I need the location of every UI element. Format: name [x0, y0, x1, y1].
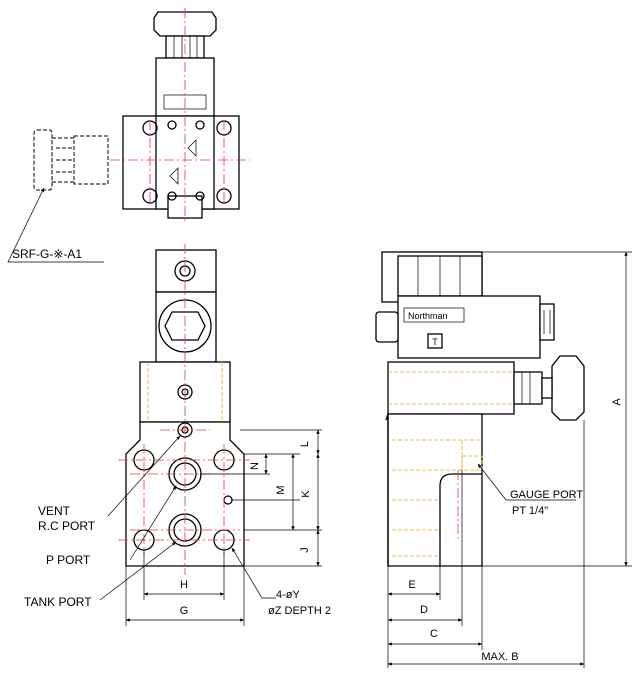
tank-port-label: TANK PORT — [24, 595, 92, 609]
top-view — [7, 8, 250, 263]
vent-port-label: VENT — [38, 504, 71, 518]
adjust-knob — [153, 11, 217, 37]
dim-label-d: D — [420, 604, 428, 616]
gauge-port-hidden — [461, 455, 483, 471]
dim-label-h: H — [180, 579, 188, 591]
dim-label-g: G — [180, 605, 189, 617]
solenoid-brand-label: Northman — [408, 311, 448, 321]
adjust-knob-side — [551, 355, 585, 421]
dim-label-l: L — [299, 441, 311, 447]
upper-body-side — [387, 361, 515, 415]
gauge-port-thread-label: PT 1/4" — [512, 505, 548, 517]
gauge-port-label: GAUGE PORT — [510, 489, 583, 501]
holes-depth-callout: øZ DEPTH 2 — [268, 605, 331, 617]
dim-label-e: E — [408, 579, 415, 591]
holes-count-callout: 4-øY — [276, 589, 301, 601]
solenoid-cap — [155, 249, 217, 293]
tank-mark-box — [427, 333, 443, 349]
p-port-label: P PORT — [46, 553, 91, 567]
optional-knob-phantom — [33, 129, 53, 191]
dim-label-max-b: MAX. B — [481, 651, 518, 663]
dim-label-m: M — [275, 485, 287, 494]
side-view: A E D C MAX. B — [375, 251, 632, 668]
main-block-side — [387, 413, 483, 567]
option-callout-label: SRF-G-※-A1 — [12, 247, 82, 261]
tank-mark-label: T — [432, 337, 438, 347]
front-view: L N M K J H G 4-øY øZ DEPTH 2 — [99, 244, 331, 626]
dim-label-c: C — [430, 628, 438, 640]
dim-label-n: N — [249, 462, 261, 470]
rc-port-label: R.C PORT — [38, 519, 96, 533]
dim-label-j: J — [299, 547, 311, 553]
dim-label-a: A — [611, 398, 623, 406]
dim-label-k: K — [300, 490, 312, 498]
solenoid-housing-side — [397, 295, 541, 359]
